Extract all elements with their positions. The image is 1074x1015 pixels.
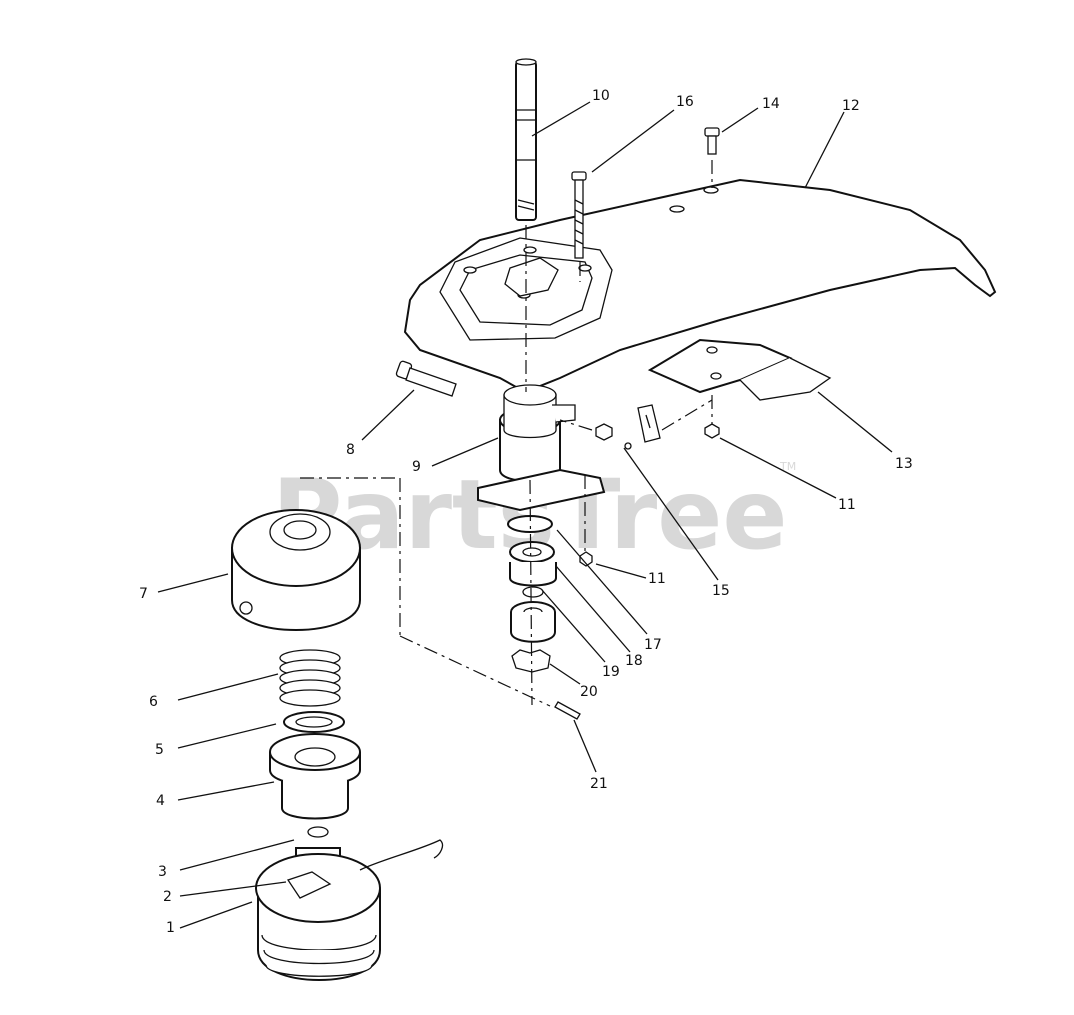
- hex-nut-15: [595, 423, 613, 441]
- leader-lines: [157, 101, 893, 929]
- long-screw: [571, 171, 587, 259]
- callout-11-lower: 11: [648, 571, 666, 587]
- callout-3: 3: [158, 864, 167, 880]
- hex-nut-11-upper: [704, 423, 720, 439]
- spring: [279, 649, 341, 707]
- callout-20: 20: [580, 684, 598, 700]
- callout-14: 14: [762, 96, 780, 112]
- callout-7: 7: [139, 586, 148, 602]
- callout-labels: 1 2 3 4 5 6 7 8 9 10 11 11 12 13 14 15 1…: [139, 88, 913, 936]
- mounting-bracket: [647, 338, 832, 401]
- callout-21: 21: [590, 776, 608, 792]
- callout-12: 12: [842, 98, 860, 114]
- roll-pin: [554, 701, 581, 720]
- callout-9: 9: [412, 459, 421, 475]
- washer: [283, 711, 345, 733]
- callout-16: 16: [676, 94, 694, 110]
- callout-11-upper: 11: [838, 497, 856, 513]
- callout-18: 18: [625, 653, 643, 669]
- spool-hub: [269, 733, 361, 820]
- spindle-housing: [477, 384, 606, 512]
- callout-5: 5: [155, 742, 164, 758]
- drive-shaft: [515, 58, 537, 221]
- callout-8: 8: [346, 442, 355, 458]
- callout-19: 19: [602, 664, 620, 680]
- callout-13: 13: [895, 456, 913, 472]
- callout-6: 6: [149, 694, 158, 710]
- trimmer-spool: [255, 839, 444, 981]
- small-screw: [704, 127, 720, 155]
- callout-10: 10: [592, 88, 610, 104]
- shoulder-bolt: [395, 360, 457, 397]
- callout-4: 4: [156, 793, 165, 809]
- small-plate: [624, 404, 661, 450]
- hex-nut-11-lower: [579, 551, 593, 567]
- bearing-stack: [507, 515, 557, 673]
- callout-2: 2: [163, 889, 172, 905]
- watermark-trademark: TM: [779, 460, 796, 473]
- spool-cover: [231, 509, 361, 631]
- callout-1: 1: [166, 920, 175, 936]
- callout-15: 15: [712, 583, 730, 599]
- assembly-centerlines: [300, 160, 713, 707]
- callout-17: 17: [644, 637, 662, 653]
